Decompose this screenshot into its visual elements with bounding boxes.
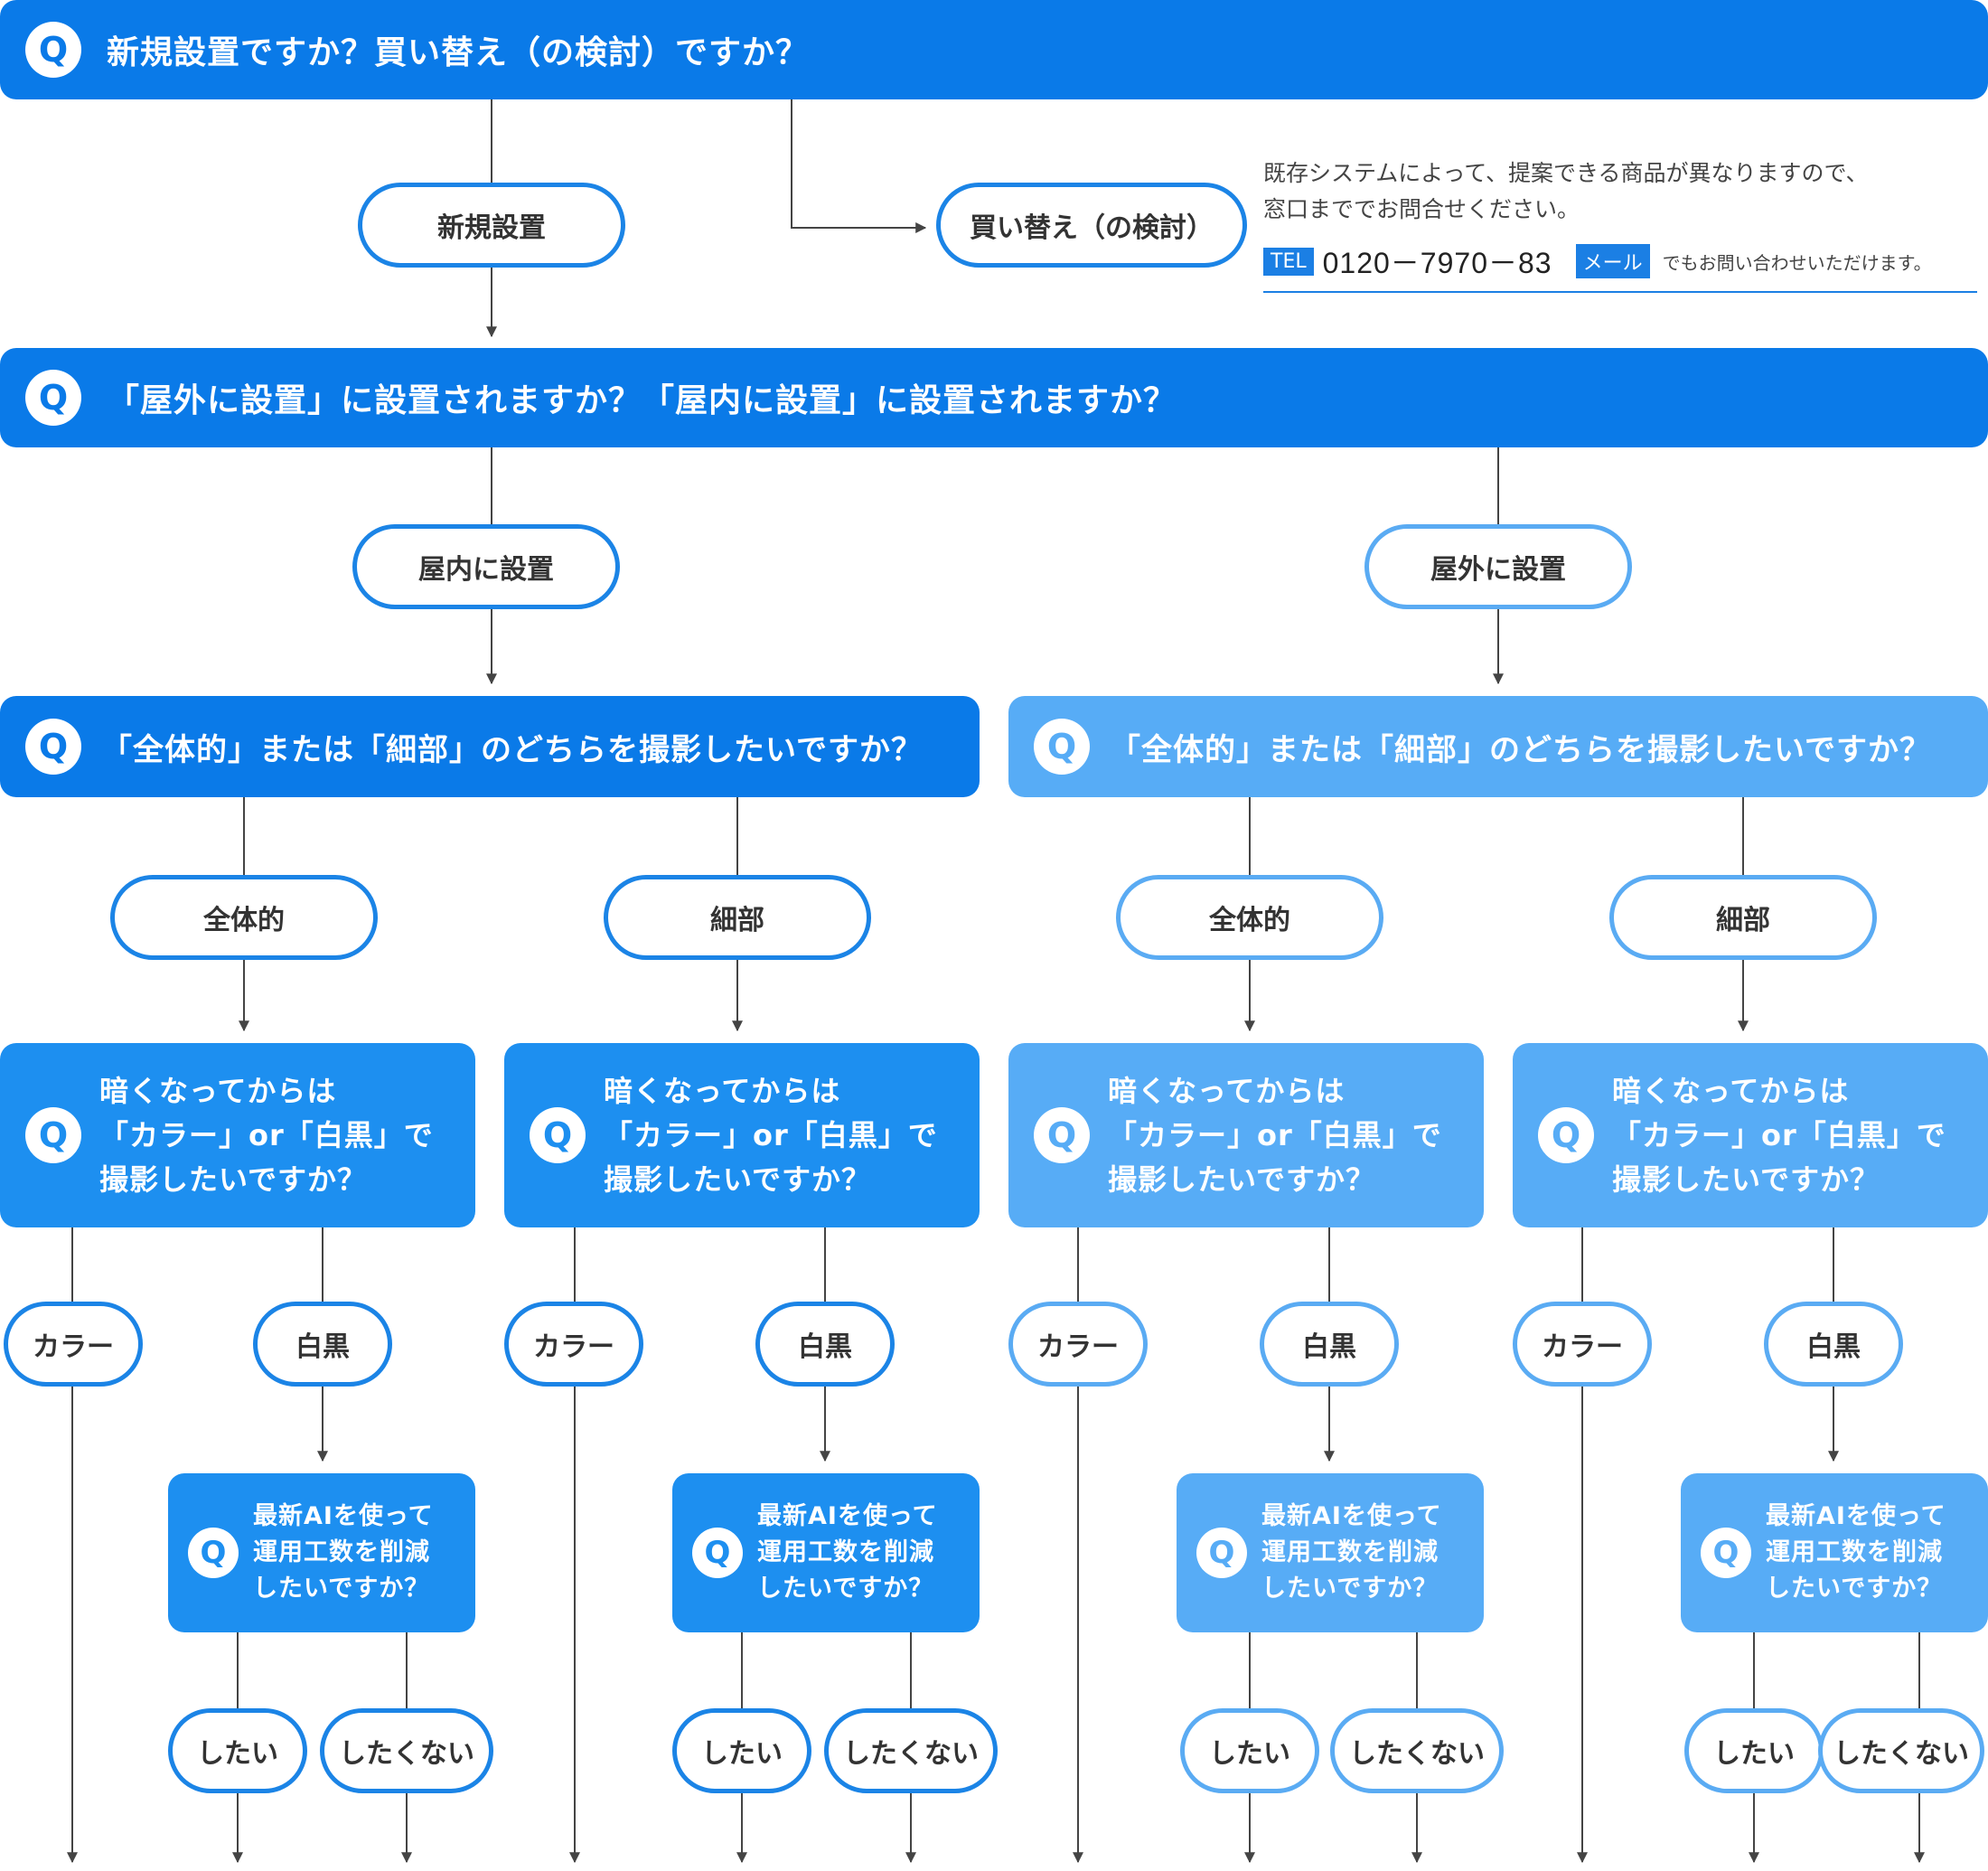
tel-badge: TEL xyxy=(1263,247,1314,276)
q-icon: Q xyxy=(188,1528,239,1578)
answer-want[interactable]: したい xyxy=(1180,1708,1319,1793)
question-text: 新規設置ですか？買い替え（の検討）ですか？ xyxy=(107,34,810,71)
question-text: 暗くなってからは 「カラー」or「白黒」で 撮影したいですか？ xyxy=(99,1073,434,1197)
question-box-color-or-mono: Q 暗くなってからは 「カラー」or「白黒」で 撮影したいですか？ xyxy=(0,1043,475,1227)
answer-color[interactable]: カラー xyxy=(4,1302,143,1387)
contact-row: TEL 0120－7970－83 メール でもお問い合わせいただけます。 xyxy=(1263,240,1977,293)
answer-label: カラー xyxy=(1542,1331,1623,1363)
answer-label: したくない xyxy=(843,1738,979,1770)
answer-label: 買い替え（の検討） xyxy=(970,212,1214,244)
answer-not-want[interactable]: したくない xyxy=(1818,1708,1984,1793)
answer-label: 細部 xyxy=(710,905,764,936)
question-text: 最新AIを使って 運用工数を削減 したいですか？ xyxy=(253,1502,434,1603)
question-box-color-or-mono: Q 暗くなってからは 「カラー」or「白黒」で 撮影したいですか？ xyxy=(504,1043,980,1227)
question-text: 最新AIを使って 運用工数を削減 したいですか？ xyxy=(1261,1502,1442,1603)
q-icon: Q xyxy=(1196,1528,1247,1578)
question-bar-indoor-outdoor: Q 「屋外に設置」に設置されますか？「屋内に設置」に設置されますか？ xyxy=(0,348,1988,447)
answer-label: したい xyxy=(1713,1738,1795,1770)
q-icon: Q xyxy=(25,370,81,426)
question-bar-whole-or-detail-indoor: Q 「全体的」または「細部」のどちらを撮影したいですか？ xyxy=(0,696,980,797)
answer-label: 白黒 xyxy=(1806,1331,1861,1363)
answer-whole[interactable]: 全体的 xyxy=(110,875,378,960)
answer-indoor[interactable]: 屋内に設置 xyxy=(352,524,620,609)
answer-label: 新規設置 xyxy=(437,212,546,244)
answer-label: 白黒 xyxy=(798,1331,852,1363)
question-bar-whole-or-detail-outdoor: Q 「全体的」または「細部」のどちらを撮影したいですか？ xyxy=(1008,696,1988,797)
question-box-ai: Q 最新AIを使って 運用工数を削減 したいですか？ xyxy=(168,1473,475,1632)
answer-whole[interactable]: 全体的 xyxy=(1116,875,1383,960)
contact-note: 既存システムによって、提案できる商品が異なりますので、 窓口まででお問合せくださ… xyxy=(1263,160,1869,222)
tel-number[interactable]: 0120－7970－83 xyxy=(1322,247,1552,279)
mail-note: でもお問い合わせいただけます。 xyxy=(1662,251,1932,274)
answer-label: したい xyxy=(1209,1738,1290,1770)
q-icon: Q xyxy=(1034,719,1090,775)
answer-label: したい xyxy=(701,1738,783,1770)
q-icon: Q xyxy=(1034,1107,1090,1163)
answer-mono[interactable]: 白黒 xyxy=(755,1302,895,1387)
question-text: 最新AIを使って 運用工数を削減 したいですか？ xyxy=(1766,1502,1946,1603)
q-icon: Q xyxy=(1538,1107,1594,1163)
question-text: 暗くなってからは 「カラー」or「白黒」で 撮影したいですか？ xyxy=(604,1073,938,1197)
question-box-ai: Q 最新AIを使って 運用工数を削減 したいですか？ xyxy=(1177,1473,1484,1632)
q-icon: Q xyxy=(692,1528,743,1578)
answer-color[interactable]: カラー xyxy=(1513,1302,1652,1387)
contact-info: 既存システムによって、提案できる商品が異なりますので、 窓口まででお問合せくださ… xyxy=(1263,155,1977,293)
answer-label: カラー xyxy=(533,1331,614,1363)
answer-not-want[interactable]: したくない xyxy=(1330,1708,1504,1793)
answer-mono[interactable]: 白黒 xyxy=(1260,1302,1399,1387)
mail-badge[interactable]: メール xyxy=(1575,244,1650,278)
answer-label: 白黒 xyxy=(1302,1331,1356,1363)
question-text: 「屋外に設置」に設置されますか？「屋内に設置」に設置されますか？ xyxy=(107,382,1177,419)
question-text: 「全体的」または「細部」のどちらを撮影したいですか？ xyxy=(1110,731,1931,768)
question-text: 暗くなってからは 「カラー」or「白黒」で 撮影したいですか？ xyxy=(1108,1073,1442,1197)
question-text: 暗くなってからは 「カラー」or「白黒」で 撮影したいですか？ xyxy=(1612,1073,1946,1197)
answer-outdoor[interactable]: 屋外に設置 xyxy=(1364,524,1632,609)
question-box-color-or-mono: Q 暗くなってからは 「カラー」or「白黒」で 撮影したいですか？ xyxy=(1008,1043,1484,1227)
question-box-ai: Q 最新AIを使って 運用工数を削減 したいですか？ xyxy=(672,1473,980,1632)
question-bar-new-or-replace: Q 新規設置ですか？買い替え（の検討）ですか？ xyxy=(0,0,1988,99)
answer-want[interactable]: したい xyxy=(672,1708,811,1793)
question-text: 最新AIを使って 運用工数を削減 したいですか？ xyxy=(757,1502,938,1603)
question-box-color-or-mono: Q 暗くなってからは 「カラー」or「白黒」で 撮影したいですか？ xyxy=(1513,1043,1988,1227)
answer-not-want[interactable]: したくない xyxy=(824,1708,998,1793)
answer-label: 白黒 xyxy=(295,1331,350,1363)
answer-mono[interactable]: 白黒 xyxy=(1764,1302,1903,1387)
answer-label: カラー xyxy=(1037,1331,1119,1363)
answer-label: したくない xyxy=(339,1738,474,1770)
q-icon: Q xyxy=(25,719,81,775)
answer-replace[interactable]: 買い替え（の検討） xyxy=(936,183,1247,268)
answer-label: 全体的 xyxy=(203,905,285,936)
connector-arrow xyxy=(791,99,927,233)
q-icon: Q xyxy=(25,22,81,78)
answer-label: したくない xyxy=(1833,1738,1969,1770)
answer-color[interactable]: カラー xyxy=(504,1302,643,1387)
answer-label: したい xyxy=(197,1738,278,1770)
answer-mono[interactable]: 白黒 xyxy=(253,1302,392,1387)
answer-label: 屋内に設置 xyxy=(418,554,554,586)
answer-label: 全体的 xyxy=(1209,905,1290,936)
answer-label: 細部 xyxy=(1716,905,1770,936)
answer-color[interactable]: カラー xyxy=(1008,1302,1148,1387)
answer-detail[interactable]: 細部 xyxy=(604,875,871,960)
q-icon: Q xyxy=(1701,1528,1751,1578)
answer-label: カラー xyxy=(33,1331,114,1363)
question-text: 「全体的」または「細部」のどちらを撮影したいですか？ xyxy=(101,731,923,768)
answer-want[interactable]: したい xyxy=(1684,1708,1824,1793)
answer-not-want[interactable]: したくない xyxy=(320,1708,493,1793)
answer-label: したくない xyxy=(1349,1738,1485,1770)
q-icon: Q xyxy=(530,1107,586,1163)
answer-detail[interactable]: 細部 xyxy=(1609,875,1877,960)
answer-want[interactable]: したい xyxy=(168,1708,307,1793)
question-box-ai: Q 最新AIを使って 運用工数を削減 したいですか？ xyxy=(1681,1473,1988,1632)
answer-new-install[interactable]: 新規設置 xyxy=(358,183,625,268)
answer-label: 屋外に設置 xyxy=(1430,554,1566,586)
q-icon: Q xyxy=(25,1107,81,1163)
